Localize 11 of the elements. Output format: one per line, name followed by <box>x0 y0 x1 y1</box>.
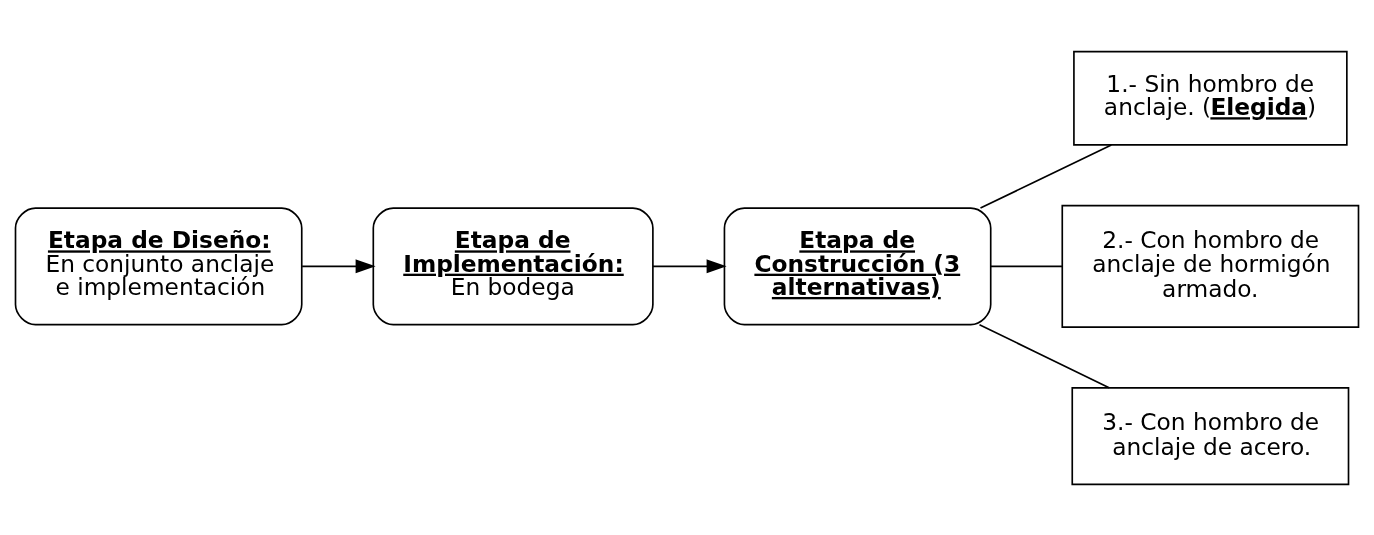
node-box: Etapa de Construcción (3 alternativas) <box>723 206 992 325</box>
node-box: Etapa de Implementación: En bodega <box>372 206 654 325</box>
arrow <box>301 258 376 273</box>
connector <box>979 143 1113 209</box>
connector <box>990 265 1063 267</box>
arrow <box>652 258 727 273</box>
connector <box>978 323 1110 389</box>
node-box: Etapa de Diseño: En conjunto anclaje e implementación <box>14 206 303 325</box>
node-box: 3.- Con hombro de anclaje de acero. <box>1071 386 1350 485</box>
node-box: 2.- Con hombro de anclaje de hormigón armado. <box>1061 204 1360 328</box>
node-box: 1.- Sin hombro de anclaje. (Elegida) <box>1073 50 1348 146</box>
